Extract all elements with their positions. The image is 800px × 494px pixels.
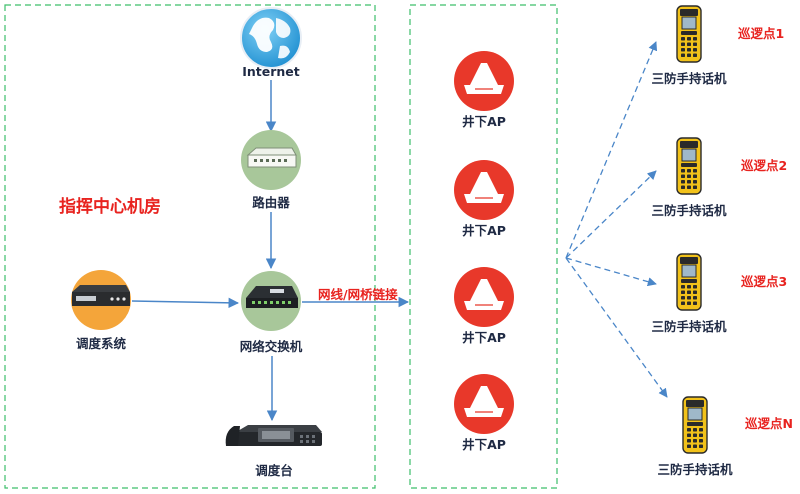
ap-label: 井下AP bbox=[462, 223, 506, 238]
dispatch-console-icon bbox=[225, 425, 322, 446]
underground-ap-zone bbox=[409, 4, 558, 489]
handset-node: 三防手持话机 巡逻点1 bbox=[651, 5, 784, 86]
ap-label: 井下AP bbox=[462, 114, 506, 129]
internet-label: Internet bbox=[242, 64, 300, 79]
switch-node: 网络交换机 bbox=[240, 271, 303, 354]
router-node: 路由器 bbox=[241, 130, 301, 210]
wifi-access-point-icon bbox=[454, 51, 514, 111]
arrow-dispatch-switch bbox=[131, 297, 240, 309]
router-label: 路由器 bbox=[252, 195, 290, 210]
wireless-link-2 bbox=[565, 170, 657, 259]
console-label: 调度台 bbox=[255, 463, 293, 478]
router-icon bbox=[241, 130, 301, 190]
network-switch-icon bbox=[241, 271, 301, 331]
server-box-icon bbox=[71, 270, 131, 330]
patrol-point-label: 巡逻点3 bbox=[741, 274, 787, 289]
zone-title: 指挥中心机房 bbox=[59, 196, 161, 217]
rugged-handset-icon bbox=[676, 137, 702, 195]
switch-label: 网络交换机 bbox=[240, 339, 303, 354]
command-center-zone bbox=[4, 4, 376, 489]
handset-label: 三防手持话机 bbox=[651, 71, 727, 86]
wireless-link-3 bbox=[565, 257, 657, 287]
rugged-handset-icon bbox=[676, 253, 702, 311]
ap-label: 井下AP bbox=[462, 330, 506, 345]
wifi-access-point-icon bbox=[454, 374, 514, 434]
handset-node: 三防手持话机 巡逻点2 bbox=[651, 137, 787, 218]
wireless-links bbox=[565, 41, 668, 398]
ap-node: 井下AP bbox=[454, 160, 514, 238]
patrol-point-label: 巡逻点1 bbox=[738, 26, 784, 41]
ap-node: 井下AP bbox=[454, 267, 514, 345]
link-label: 网线/网桥链接 bbox=[318, 287, 398, 302]
rugged-handset-icon bbox=[676, 5, 702, 63]
handset-label: 三防手持话机 bbox=[651, 203, 727, 218]
globe-icon bbox=[240, 7, 302, 69]
dispatch-system-label: 调度系统 bbox=[76, 336, 127, 351]
wifi-access-point-icon bbox=[454, 160, 514, 220]
ap-list: 井下AP 井下AP 井下AP 井下AP bbox=[454, 51, 514, 452]
wireless-link-1 bbox=[565, 41, 658, 259]
ap-label: 井下AP bbox=[462, 437, 506, 452]
patrol-point-label: 巡逻点2 bbox=[741, 158, 787, 173]
internet-node: Internet bbox=[240, 7, 302, 79]
handset-label: 三防手持话机 bbox=[657, 462, 733, 477]
wireless-link-4 bbox=[565, 257, 668, 398]
ap-node: 井下AP bbox=[454, 374, 514, 452]
ap-node: 井下AP bbox=[454, 51, 514, 129]
patrol-point-label: 巡逻点N bbox=[745, 416, 793, 431]
console-node: 调度台 bbox=[225, 425, 322, 478]
handset-node: 三防手持话机 巡逻点N bbox=[657, 396, 793, 477]
handset-label: 三防手持话机 bbox=[651, 319, 727, 334]
dispatch-system-node: 调度系统 bbox=[71, 270, 131, 351]
rugged-handset-icon bbox=[682, 396, 708, 454]
wifi-access-point-icon bbox=[454, 267, 514, 327]
handset-node: 三防手持话机 巡逻点3 bbox=[651, 253, 787, 334]
